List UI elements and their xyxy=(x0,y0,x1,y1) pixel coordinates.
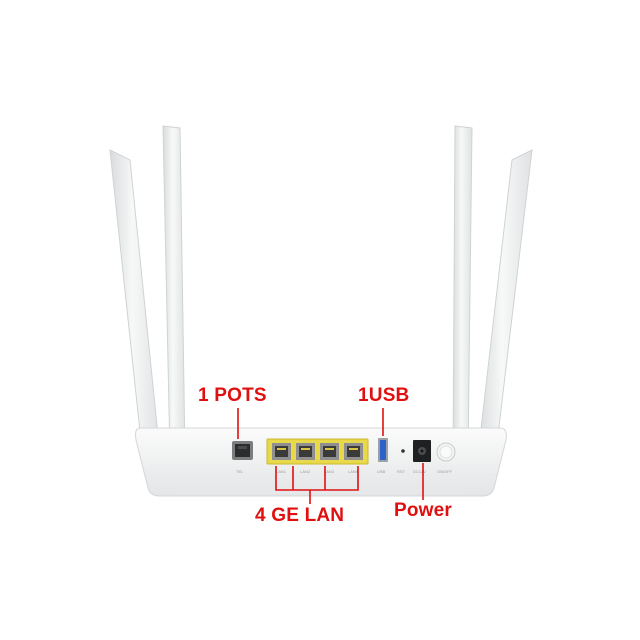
lan4-label: LAN4 xyxy=(348,469,359,474)
lan3-label: LAN3 xyxy=(324,469,335,474)
dc-label: DC12V xyxy=(413,469,426,474)
usb-callout-label: 1USB xyxy=(358,385,410,406)
dc-power-jack xyxy=(413,440,431,462)
tel-port xyxy=(232,441,253,460)
lan-port-2 xyxy=(296,443,315,460)
antenna-left-outer xyxy=(109,149,161,468)
lan-port-4 xyxy=(344,443,363,460)
usb-port-label: USB xyxy=(377,469,386,474)
pots-callout-label: 1 POTS xyxy=(198,385,267,406)
reset-hole xyxy=(401,449,405,453)
power-button xyxy=(436,442,456,462)
power-callout-label: Power xyxy=(394,500,453,521)
reset-label: RST xyxy=(397,469,406,474)
lan-callout-label: 4 GE LAN xyxy=(255,505,345,526)
lan-port-1 xyxy=(272,443,291,460)
antenna-right-outer xyxy=(477,149,533,468)
lan2-label: LAN2 xyxy=(300,469,311,474)
lan1-label: LAN1 xyxy=(276,469,287,474)
antenna-left-inner xyxy=(162,125,188,468)
usb-port xyxy=(378,438,388,462)
onoff-label: ON/OFF xyxy=(437,469,453,474)
callout-lines xyxy=(237,408,424,504)
antenna-right-inner xyxy=(451,125,473,468)
lan-port-3 xyxy=(320,443,339,460)
lan-port-block xyxy=(266,438,369,465)
tel-port-label: TEL xyxy=(236,469,244,474)
